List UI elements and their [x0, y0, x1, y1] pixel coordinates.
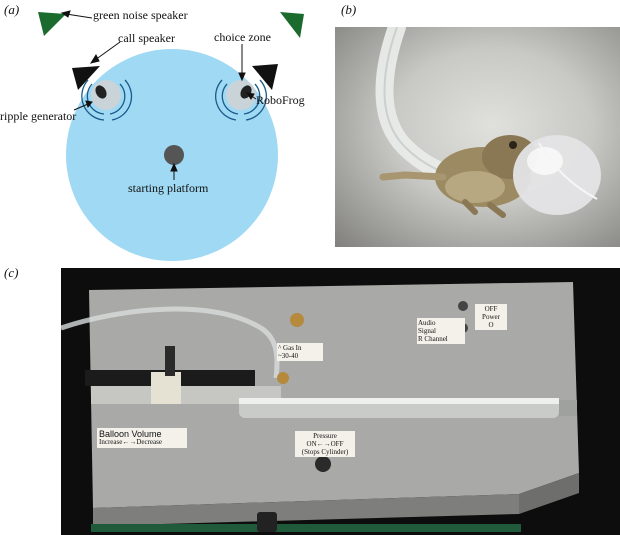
- starting-platform: [164, 145, 184, 165]
- pressure-label: Pressure ON←→OFF (Stops Cylinder): [295, 431, 355, 457]
- panel-a: (a): [0, 0, 330, 265]
- power-off-text: OFF: [484, 305, 498, 313]
- pressure-note: (Stops Cylinder): [301, 448, 349, 456]
- green-noise-speaker-right: [280, 12, 304, 38]
- panel-c-label: (c): [4, 265, 19, 280]
- label-ripple-generator: ripple generator: [0, 109, 77, 123]
- channel-text: R Channel: [418, 335, 448, 343]
- arrow-green-noise: [65, 13, 93, 19]
- balloon-volume-sub: Increase←→Decrease: [99, 438, 162, 446]
- label-robofrog: RoboFrog: [256, 93, 305, 107]
- green-noise-speaker-left: [38, 12, 66, 36]
- panel-a-label: (a): [4, 2, 20, 17]
- pressure-title: Pressure: [313, 432, 337, 440]
- label-starting-platform: starting platform: [128, 181, 209, 195]
- balloon-volume-title: Balloon Volume: [99, 429, 162, 439]
- device-photo: Balloon Volume Increase←→Decrease ^ Gas …: [61, 268, 620, 535]
- pressure-switch: [315, 456, 331, 472]
- panel-b-label: (b): [341, 2, 357, 17]
- pressure-onoff: ON←→OFF: [306, 440, 344, 448]
- ripple-right: [215, 79, 267, 121]
- air-tube: [375, 27, 472, 186]
- call-speaker-left: [72, 66, 100, 90]
- arrow-ripple: [73, 103, 89, 111]
- robofrog-left: [95, 85, 107, 99]
- frog-photo: [335, 27, 620, 247]
- arrow-call-speaker: [94, 41, 121, 61]
- power-on-text: O: [488, 321, 494, 329]
- balloon-volume-label: Balloon Volume Increase←→Decrease: [97, 428, 187, 448]
- audio-text: Audio: [418, 319, 436, 327]
- arena-diagram: [38, 10, 304, 261]
- audio-signal-label: Audio Signal R Channel: [417, 318, 465, 344]
- label-choice-zone: choice zone: [214, 30, 271, 44]
- signal-text: Signal: [418, 327, 436, 335]
- label-call-speaker: call speaker: [118, 31, 175, 45]
- power-label: OFF Power O: [475, 304, 507, 330]
- gas-in-label: ^ Gas In ~30-40: [277, 343, 323, 361]
- call-speaker-right: [252, 64, 278, 90]
- gas-pressure-text: ~30-40: [278, 352, 299, 360]
- label-green-noise-speaker: green noise speaker: [93, 8, 188, 22]
- balloon-vocal-sac: [513, 135, 601, 215]
- power-text: Power: [482, 313, 500, 321]
- gas-in-text: ^ Gas In: [278, 344, 302, 352]
- slider-block: [151, 372, 181, 404]
